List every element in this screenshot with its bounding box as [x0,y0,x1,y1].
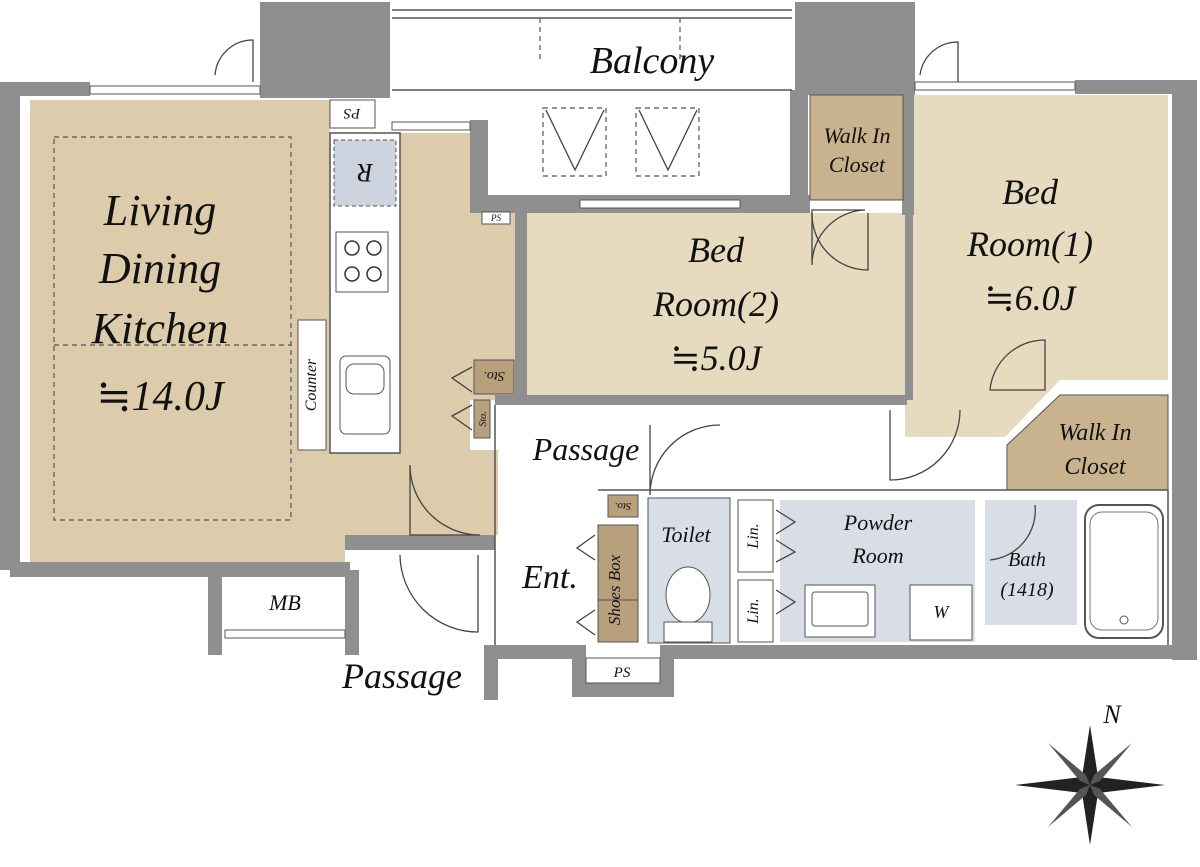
svg-text:Lin.: Lin. [745,598,762,624]
bathroom: Bath (1418) [1000,504,1164,639]
svg-text:Room(1): Room(1) [966,224,1093,264]
washbasin-icon [804,584,876,638]
ps-top-label: PS [343,105,361,121]
burner-icon [366,240,382,256]
svg-text:Room(2): Room(2) [652,284,779,324]
washer [909,584,973,641]
powder-room-label-2: Room [851,543,903,568]
burner-icon [344,266,360,282]
ldk-label: Living Dining Kitchen ≒14.0J [91,186,229,420]
ps-bottom-label: PS [613,665,631,681]
compass-icon: N [1015,700,1165,845]
bedroom2-floor [525,213,905,396]
toilet-icon [665,566,711,624]
ps-small-label: PS [490,213,501,223]
balcony: Balcony [392,9,792,177]
windows [89,81,1076,639]
mb-label: MB [268,590,301,615]
bedroom1-label: Bed Room(1) ≒6.0J [966,172,1093,318]
svg-text:W: W [934,602,951,622]
powder-room-label-1: Powder [843,510,913,535]
svg-text:Sto.: Sto. [615,500,632,512]
counter-label: Counter [303,358,320,411]
svg-text:Bed: Bed [688,230,745,270]
storage-kitchen: Sto. Sto. [450,359,515,439]
svg-text:Bath: Bath [1008,549,1046,571]
fridge [333,139,397,207]
svg-text:≒6.0J: ≒6.0J [984,278,1077,318]
svg-text:Closet: Closet [829,152,886,177]
burner-icon [344,240,360,256]
svg-text:Sto.: Sto. [483,368,504,383]
walk-in-closet-bottom: Walk In Closet [1006,394,1169,491]
bedroom2-label: Bed Room(2) ≒5.0J [652,230,779,378]
balcony-floor [392,10,792,95]
svg-text:Shoes Box: Shoes Box [605,554,624,625]
toilet-room [647,497,731,644]
svg-text:(1418): (1418) [1000,579,1054,601]
passage-outer-label: Passage [341,656,462,696]
svg-text:Sto.: Sto. [478,411,489,426]
ps-box-top [329,99,376,129]
stove [335,231,389,293]
entrance-label: Ent. [521,559,578,596]
bedroom1-floor [905,95,1168,437]
svg-text:Dining: Dining [98,244,221,293]
fridge-label: R [357,158,374,187]
doors [214,39,1046,633]
passage-inner-label: Passage [532,431,640,467]
svg-text:Lin.: Lin. [745,523,762,549]
kitchen-sink [339,355,391,435]
svg-text:Walk In: Walk In [1058,420,1131,446]
kitchen: R Counter PS [297,99,401,454]
powder-room: Lin. Lin. W [737,499,973,643]
svg-text:≒5.0J: ≒5.0J [670,338,763,378]
svg-text:Living: Living [103,186,216,235]
balcony-label: Balcony [590,40,715,82]
svg-text:Walk In: Walk In [823,123,890,148]
compass-north-label: N [1102,700,1122,729]
counter [297,319,327,451]
ldk-rug [53,136,292,521]
svg-text:Kitchen: Kitchen [91,304,229,353]
svg-text:≒14.0J: ≒14.0J [96,374,226,420]
burner-icon [366,266,382,282]
svg-text:Closet: Closet [1064,454,1127,480]
toilet-label: Toilet [661,522,711,547]
walls [0,2,1197,700]
walk-in-closet-top: Walk In Closet [809,94,904,201]
entrance: Shoes Box Sto. [575,494,639,643]
bath-floor [985,500,1077,625]
svg-text:Bed: Bed [1002,172,1059,212]
